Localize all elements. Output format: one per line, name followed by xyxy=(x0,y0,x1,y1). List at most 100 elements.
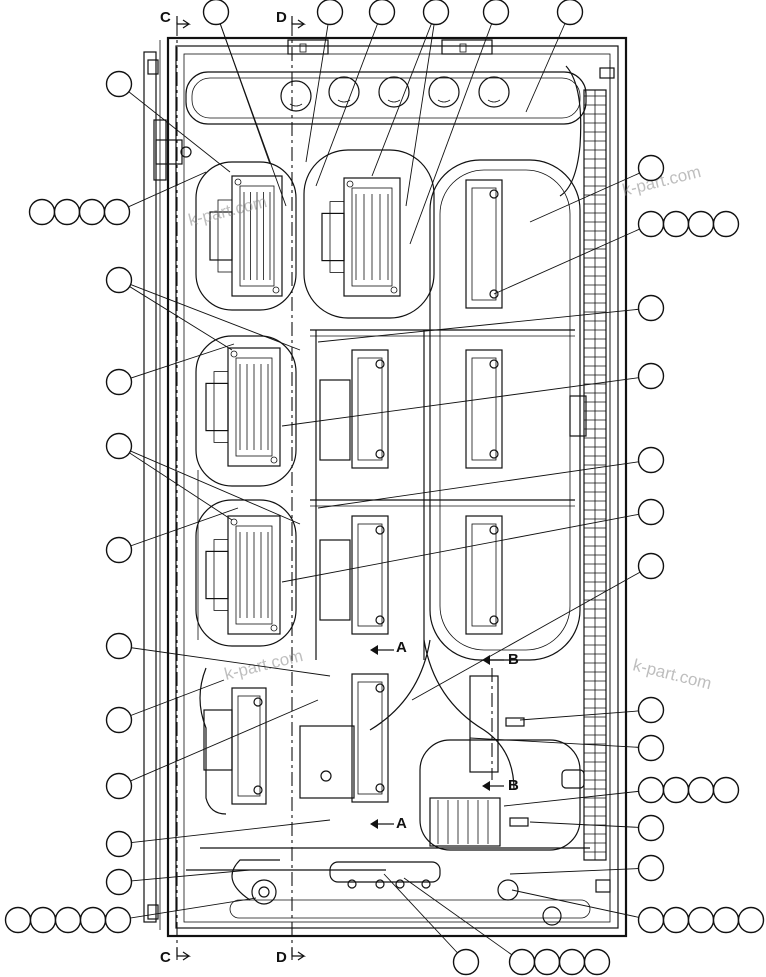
relay-7 xyxy=(351,673,389,803)
section-label-b-top: B xyxy=(508,651,519,668)
relay-4 xyxy=(351,515,389,635)
leader-line-19 xyxy=(118,699,319,787)
leader-line-13 xyxy=(118,343,235,383)
callout-balloon-48 xyxy=(737,906,765,934)
callout-balloons xyxy=(4,0,765,976)
callout-balloon-47 xyxy=(712,906,740,934)
callout-balloon-51 xyxy=(533,948,561,976)
leader-line-16 xyxy=(118,507,239,551)
leader-line-7 xyxy=(409,11,497,245)
callout-balloon-35 xyxy=(637,552,665,580)
callout-balloon-28 xyxy=(662,210,690,238)
callout-balloon-16 xyxy=(105,632,133,660)
callout-balloon-36 xyxy=(637,696,665,724)
section-label-a-bottom: A xyxy=(396,815,407,832)
leader-line-35 xyxy=(511,889,652,921)
callout-balloon-21 xyxy=(4,906,32,934)
leader-line-4 xyxy=(315,11,383,187)
leader-line-31 xyxy=(469,737,652,749)
callout-balloon-5 xyxy=(482,0,510,26)
leader-line-3 xyxy=(305,11,331,163)
section-label-b-bottom: B xyxy=(508,777,519,794)
callout-balloon-53 xyxy=(583,948,611,976)
callout-balloon-7 xyxy=(105,70,133,98)
leader-line-5 xyxy=(371,11,437,177)
callout-balloon-30 xyxy=(712,210,740,238)
leader-line-33 xyxy=(529,821,652,829)
callout-balloon-25 xyxy=(104,906,132,934)
bottom-area xyxy=(229,395,591,926)
contactor-3 xyxy=(205,515,281,635)
callout-balloon-4 xyxy=(422,0,450,26)
leader-line-26 xyxy=(281,375,652,427)
leader-line-27 xyxy=(317,459,652,509)
callout-balloon-6 xyxy=(556,0,584,26)
callout-balloon-14 xyxy=(105,432,133,460)
leader-line-17 xyxy=(118,645,331,677)
callout-balloon-8 xyxy=(28,198,56,226)
cabinet-frame xyxy=(143,36,628,938)
breaker-1 xyxy=(203,709,233,771)
leader-line-6 xyxy=(405,11,437,207)
leader-line-20 xyxy=(118,819,331,845)
top-wire-duct xyxy=(185,65,587,197)
leader-line-12 xyxy=(118,279,233,351)
leader-line-37 xyxy=(403,877,523,963)
callout-balloon-20 xyxy=(105,868,133,896)
left-wire-loops xyxy=(195,161,297,815)
callout-balloon-17 xyxy=(105,706,133,734)
callout-balloon-29 xyxy=(687,210,715,238)
section-label-a-top: A xyxy=(396,639,407,656)
relay-2 xyxy=(351,349,389,469)
contactor-4 xyxy=(321,177,401,297)
callout-balloon-13 xyxy=(105,368,133,396)
callout-balloon-26 xyxy=(637,154,665,182)
transformer-1 xyxy=(319,379,351,461)
callout-balloon-3 xyxy=(368,0,396,26)
leader-line-8 xyxy=(525,11,571,113)
watermark-4: k-part.com xyxy=(631,655,714,693)
leader-line-36 xyxy=(383,873,467,963)
callout-balloon-9 xyxy=(53,198,81,226)
callout-balloon-37 xyxy=(637,734,665,762)
callout-balloon-24 xyxy=(79,906,107,934)
leader-line-2 xyxy=(215,11,287,207)
section-label-d-bottom: D xyxy=(276,949,287,966)
leader-line-29 xyxy=(411,565,652,701)
callout-balloon-42 xyxy=(637,814,665,842)
section-label-c-bottom: C xyxy=(160,949,171,966)
callout-balloon-43 xyxy=(637,854,665,882)
leader-line-22 xyxy=(117,897,257,921)
leader-line-34 xyxy=(509,867,652,875)
callout-balloon-32 xyxy=(637,362,665,390)
callout-balloon-33 xyxy=(637,446,665,474)
callout-balloon-45 xyxy=(662,906,690,934)
leader-line-10 xyxy=(116,171,207,213)
relay-6 xyxy=(231,687,267,805)
callout-balloon-19 xyxy=(105,830,133,858)
callout-balloon-18 xyxy=(105,772,133,800)
leader-line-24 xyxy=(493,223,652,295)
callout-balloon-2 xyxy=(316,0,344,26)
leader-line-15 xyxy=(118,445,233,521)
contactor-2 xyxy=(205,347,281,467)
callout-balloon-49 xyxy=(452,948,480,976)
leader-lines xyxy=(116,11,652,963)
leader-line-18 xyxy=(118,679,225,721)
callout-balloon-44 xyxy=(637,906,665,934)
callout-balloon-12 xyxy=(105,266,133,294)
section-label-d-top: D xyxy=(276,9,287,26)
callout-balloon-34 xyxy=(637,498,665,526)
relay-3 xyxy=(465,349,503,469)
leader-line-30 xyxy=(519,709,652,721)
callout-balloon-31 xyxy=(637,294,665,322)
center-wire-loops xyxy=(186,149,590,871)
callout-balloon-50 xyxy=(508,948,536,976)
callout-balloon-15 xyxy=(105,536,133,564)
callout-balloon-38 xyxy=(637,776,665,804)
relay-5 xyxy=(465,515,503,635)
leader-line-21 xyxy=(118,869,251,883)
leader-line-23 xyxy=(529,167,652,223)
right-terminal-strip xyxy=(583,89,607,861)
